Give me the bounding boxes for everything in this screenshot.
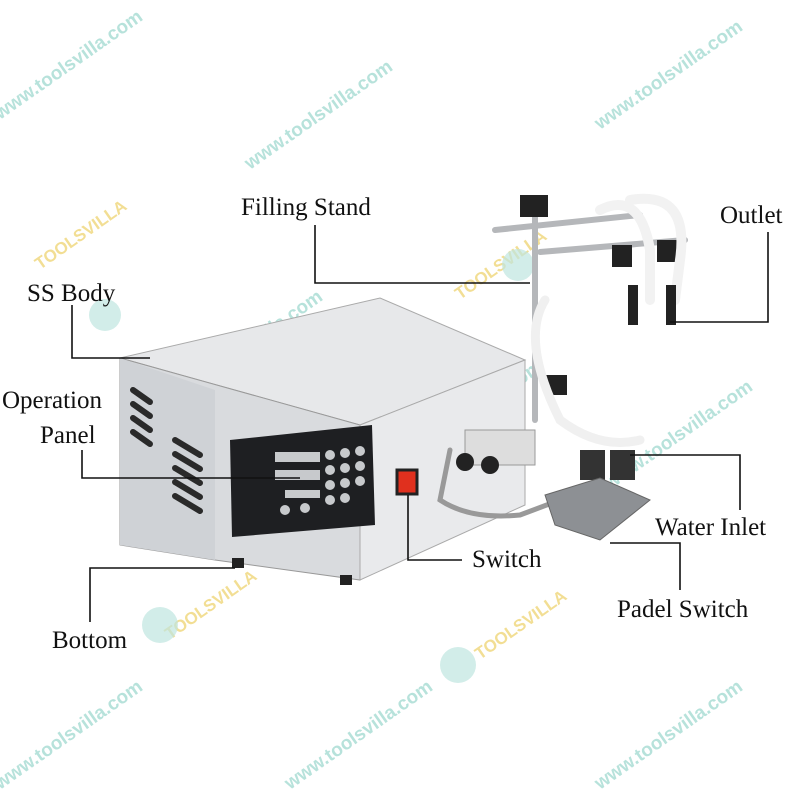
label-bottom: Bottom bbox=[52, 627, 128, 654]
watermark-logo-icon bbox=[502, 249, 534, 281]
watermark-logo-icon bbox=[440, 647, 476, 683]
vent-slots bbox=[130, 387, 203, 514]
label-padel-switch: Padel Switch bbox=[617, 596, 749, 623]
water-inlet-filter bbox=[580, 450, 605, 480]
label-outlet: Outlet bbox=[720, 202, 783, 229]
watermark-url: www.toolsvilla.com bbox=[240, 56, 397, 175]
label-ss-body: SS Body bbox=[27, 280, 116, 307]
label-operation: Operation bbox=[2, 387, 102, 414]
machine-foot bbox=[232, 558, 244, 568]
watermark-url: www.toolsvilla.com bbox=[590, 676, 747, 795]
watermark-brand: TOOLSVILLA bbox=[31, 196, 130, 273]
label-water-inlet: Water Inlet bbox=[655, 514, 767, 541]
label-filling-stand: Filling Stand bbox=[241, 194, 371, 221]
outlet-nozzle bbox=[628, 285, 638, 325]
watermark-url: www.toolsvilla.com bbox=[590, 16, 747, 135]
machine-foot bbox=[340, 575, 352, 585]
machine-body bbox=[119, 297, 527, 585]
label-switch: Switch bbox=[472, 546, 542, 573]
watermark-logo-icon bbox=[142, 607, 178, 643]
filling-stand bbox=[437, 193, 688, 541]
pedal-switch bbox=[544, 477, 651, 541]
outlet-nozzle bbox=[666, 285, 676, 325]
watermark-url: www.toolsvilla.com bbox=[0, 676, 147, 795]
power-switch bbox=[395, 468, 419, 496]
watermark-url: www.toolsvilla.com bbox=[0, 6, 147, 125]
operation-panel bbox=[230, 425, 375, 537]
panel-buttons bbox=[275, 446, 365, 515]
watermark-url: www.toolsvilla.com bbox=[280, 676, 437, 795]
watermark-brand: TOOLSVILLA bbox=[471, 586, 570, 663]
label-panel: Panel bbox=[40, 422, 96, 449]
leader-lines bbox=[71, 225, 769, 622]
watermark-logo-icon bbox=[89, 299, 121, 331]
